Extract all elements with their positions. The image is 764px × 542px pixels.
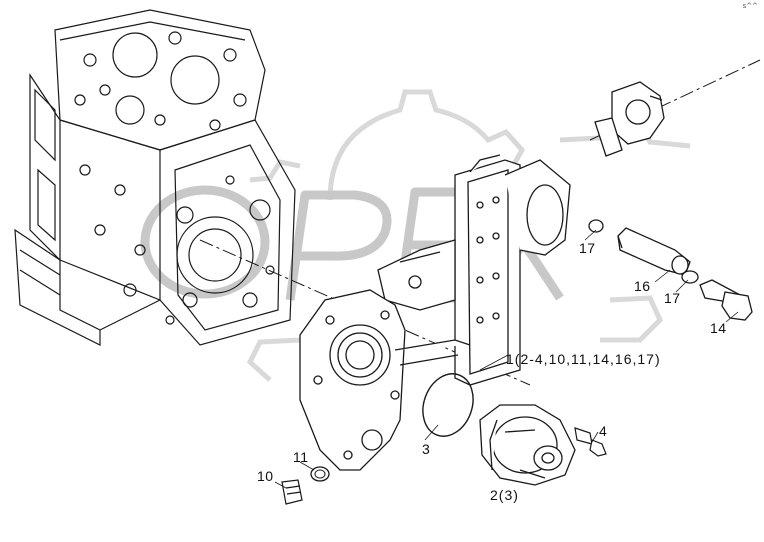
- thermostat-housing: [594, 81, 665, 157]
- callout-17-lower: 17: [664, 290, 681, 306]
- callout-1-assembly: 1(2-4,10,11,14,16,17): [506, 351, 661, 367]
- callout-14: 14: [710, 320, 727, 336]
- callout-10: 10: [257, 468, 274, 484]
- callout-2: 2(3): [490, 487, 519, 503]
- seal-17-lower: [681, 270, 699, 284]
- callout-17-upper: 17: [579, 240, 596, 256]
- seal-17-upper: [588, 219, 604, 233]
- bolt-14: [699, 279, 753, 321]
- union-pipe-16: [617, 227, 691, 276]
- seal-11-inner: [314, 469, 326, 479]
- engine-block: [14, 9, 296, 346]
- callout-11: 11: [293, 449, 309, 465]
- corner-mark: s^^: [742, 2, 758, 10]
- callout-16: 16: [634, 278, 651, 294]
- gear-case-housing: [299, 154, 571, 471]
- water-pump: [479, 404, 576, 486]
- bolt-4: [574, 427, 607, 457]
- callout-3: 3: [422, 441, 431, 457]
- leader-lines: [274, 229, 739, 489]
- o-ring: [422, 373, 474, 437]
- seal-11: [310, 466, 330, 482]
- callout-4: 4: [599, 423, 608, 439]
- plug-10: [281, 479, 303, 505]
